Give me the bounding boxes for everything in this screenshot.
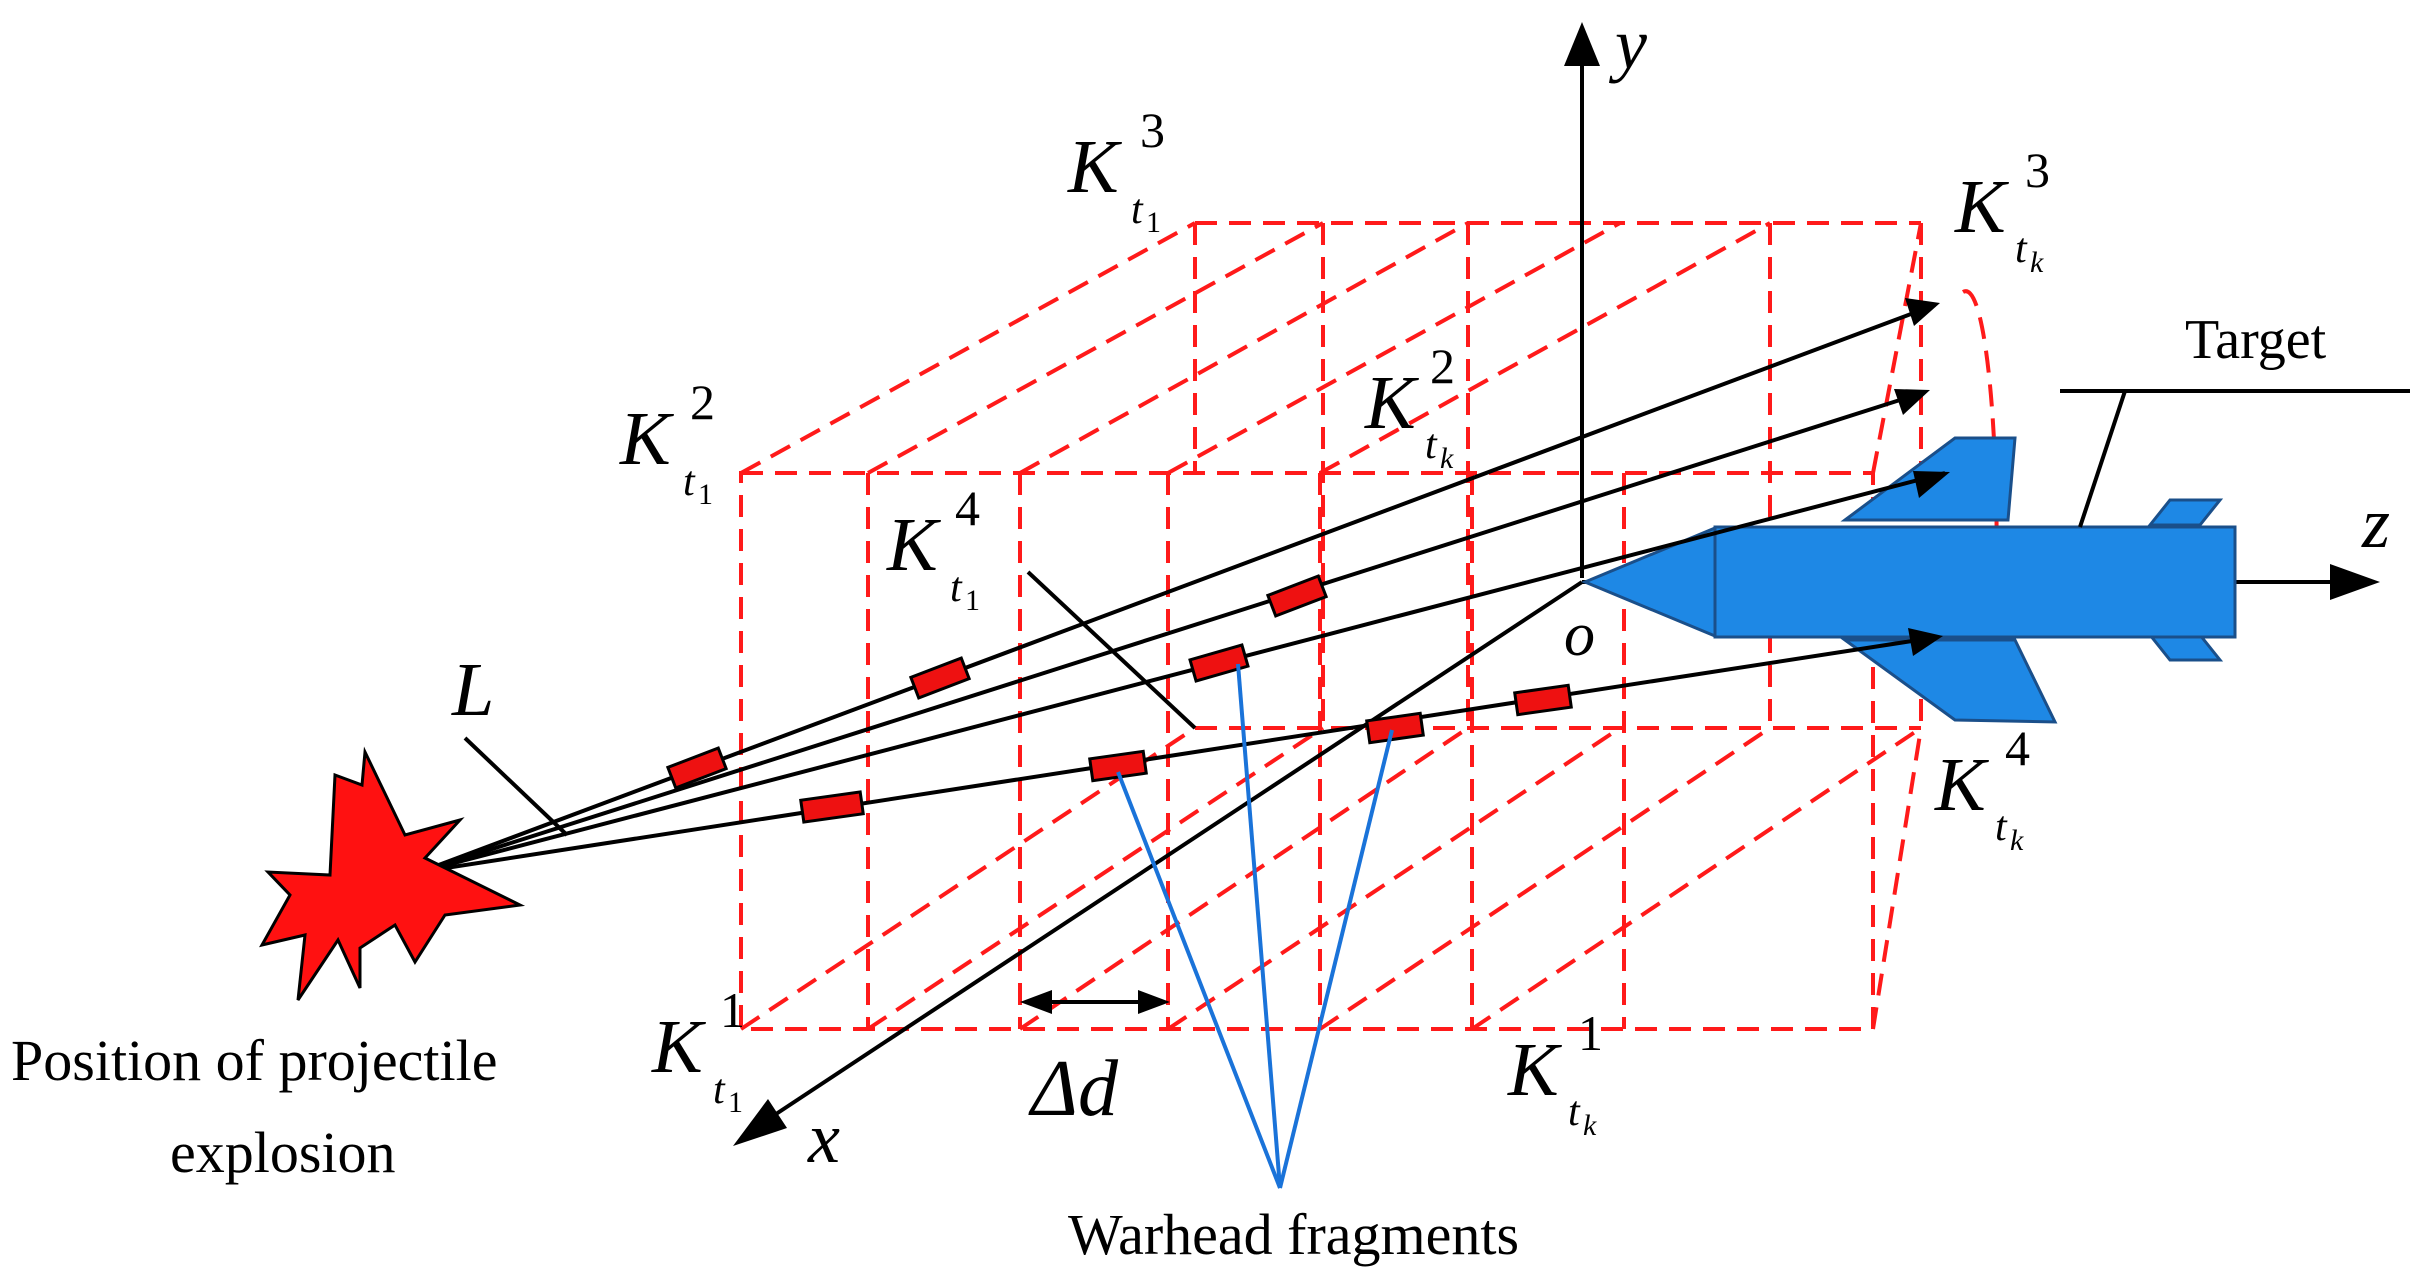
- corner-label-Ktk-4: K 4 t k: [1934, 720, 2030, 857]
- fragment: [665, 746, 729, 790]
- svg-text:K: K: [1067, 125, 1122, 209]
- target-label: Target: [2185, 309, 2327, 371]
- x-axis-line: [768, 580, 1584, 1120]
- svg-text:t: t: [713, 1067, 726, 1113]
- fragment-leader: [1116, 771, 1282, 1189]
- svg-text:t: t: [683, 459, 696, 505]
- Kt1-4-leader: [1026, 570, 1197, 730]
- corner-label-Kt1-4: K 4 t 1: [886, 480, 980, 617]
- fragment: [1365, 711, 1425, 745]
- fragment-leader: [1278, 729, 1394, 1189]
- svg-text:t: t: [950, 565, 963, 611]
- svg-text:K: K: [619, 397, 674, 481]
- svg-text:2: 2: [690, 374, 715, 430]
- svg-text:K: K: [1507, 1028, 1562, 1112]
- corner-label-Kt1-3: K 3 t 1: [1067, 102, 1165, 239]
- fragment-leader: [1236, 663, 1282, 1189]
- trajectory-3: [419, 471, 1946, 874]
- svg-text:t: t: [1568, 1089, 1581, 1135]
- svg-text:K: K: [1954, 165, 2009, 249]
- fragment: [1513, 683, 1573, 717]
- svg-text:4: 4: [955, 480, 980, 536]
- svg-text:t: t: [1995, 804, 2008, 850]
- L-label: L: [451, 648, 494, 732]
- delta-d-label: Δd: [1028, 1045, 1119, 1133]
- svg-text:t: t: [2015, 226, 2028, 272]
- svg-text:1: 1: [1578, 1005, 1603, 1061]
- svg-text:1: 1: [1146, 206, 1161, 239]
- z-axis-label: z: [2361, 483, 2390, 563]
- fragment: [908, 656, 972, 700]
- svg-text:k: k: [1583, 1109, 1597, 1142]
- svg-text:1: 1: [720, 982, 745, 1038]
- origin-label: o: [1564, 601, 1595, 669]
- trajectory-arrowhead: [1913, 471, 1950, 498]
- svg-text:1: 1: [698, 478, 713, 511]
- explosion-star-icon: [259, 746, 526, 1001]
- x-axis-arrowhead: [733, 1099, 787, 1146]
- svg-text:K: K: [886, 503, 941, 587]
- svg-text:3: 3: [2025, 142, 2050, 198]
- explosion-label-line1: Position of projectile: [11, 1028, 498, 1093]
- svg-text:K: K: [651, 1005, 706, 1089]
- svg-text:k: k: [2010, 824, 2024, 857]
- svg-text:1: 1: [728, 1086, 743, 1119]
- corner-label-Kt1-2: K 2 t 1: [619, 374, 715, 511]
- z-axis-arrowhead: [2330, 564, 2380, 600]
- trajectory-arrowhead: [1908, 628, 1943, 656]
- corner-label-Ktk-1: K 1 t k: [1507, 1005, 1603, 1142]
- fragments-label: Warhead fragments: [1068, 1202, 1519, 1267]
- corner-label-Ktk-3: K 3 t k: [1954, 142, 2050, 279]
- corner-label-Ktk-2: K 2 t k: [1364, 338, 1455, 475]
- fragment: [799, 790, 865, 824]
- svg-text:2: 2: [1430, 338, 1455, 394]
- svg-text:k: k: [1440, 442, 1454, 475]
- L-leader: [463, 736, 569, 837]
- corner-label-Kt1-1: K 1 t 1: [651, 982, 745, 1119]
- svg-text:1: 1: [965, 584, 980, 617]
- svg-text:K: K: [1934, 743, 1989, 827]
- svg-text:K: K: [1364, 361, 1419, 445]
- svg-text:t: t: [1425, 422, 1438, 468]
- fragment: [1188, 643, 1250, 683]
- explosion-label-line2: explosion: [170, 1120, 396, 1185]
- leader-lines: [463, 389, 2410, 1189]
- missile-icon: [1581, 436, 2237, 724]
- trajectory-2: [419, 390, 1926, 874]
- trajectory-4: [419, 635, 1939, 874]
- fragment: [1265, 574, 1329, 618]
- target-leader-diagonal: [2078, 390, 2127, 528]
- y-axis-arrowhead: [1564, 22, 1600, 66]
- y-axis-label: y: [1608, 4, 1647, 84]
- trajectory-arrowhead: [1905, 298, 1940, 326]
- x-axis-label: x: [807, 1098, 840, 1178]
- svg-text:3: 3: [1140, 102, 1165, 158]
- warhead-fragments: [665, 574, 1573, 824]
- svg-text:t: t: [1131, 187, 1144, 233]
- trajectory-arrowhead: [1894, 389, 1930, 415]
- svg-text:k: k: [2030, 246, 2044, 279]
- delta-d-dimension: [1020, 990, 1170, 1014]
- svg-text:4: 4: [2005, 720, 2030, 776]
